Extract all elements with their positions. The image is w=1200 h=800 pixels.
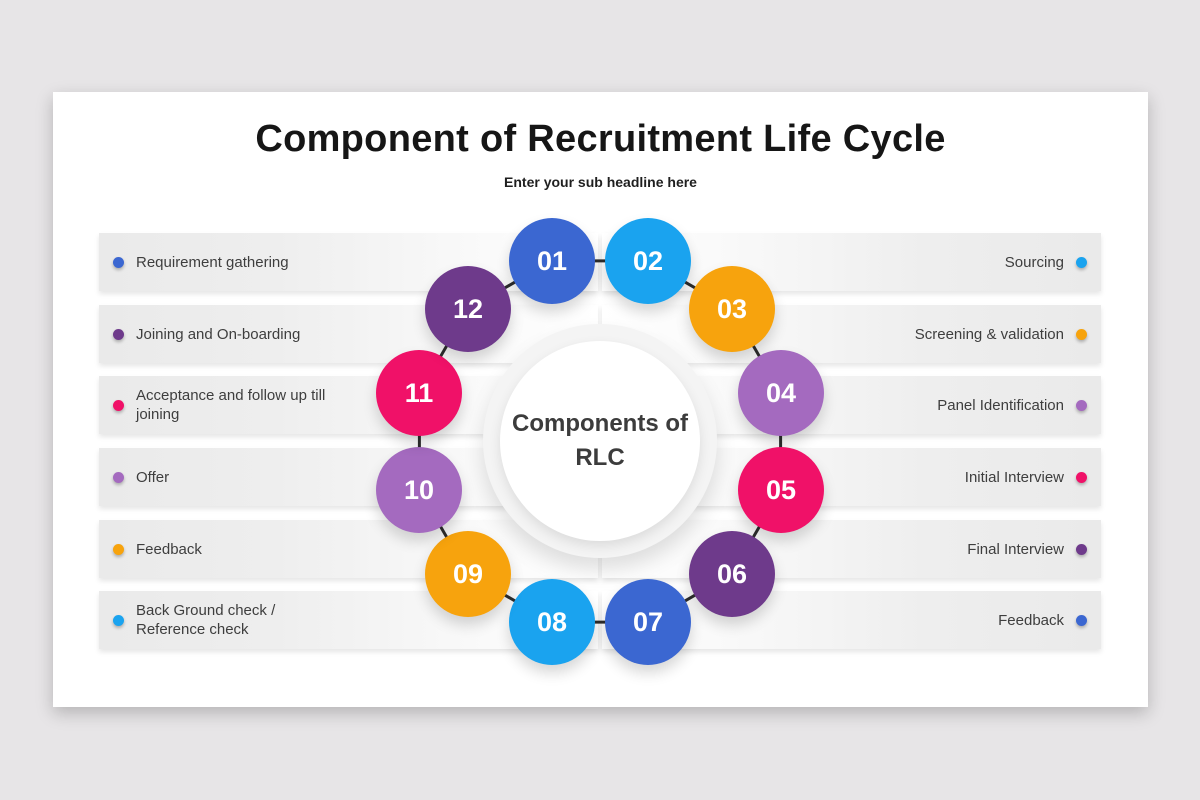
step-circle: 07 [605,579,691,665]
item-label: Sourcing [1004,253,1064,271]
item-label: Panel Identification [937,396,1064,414]
bullet-dot [1076,614,1087,626]
bullet-dot [113,543,124,555]
bullet-dot [113,399,124,411]
step-circle: 01 [509,218,595,304]
step-circle: 08 [509,579,595,665]
bullet-dot [1076,399,1087,411]
slide-title: Component of Recruitment Life Cycle [255,118,946,160]
item-label: Screening & validation [914,325,1064,343]
item-label: Joining and On-boarding [136,325,301,343]
bullet-dot [1076,543,1087,555]
item-label: Offer [136,468,170,486]
step-circle: 03 [689,266,775,352]
step-circle: 04 [738,350,824,436]
item-label: Back Ground check / Reference check [136,602,276,638]
slide-subtitle: Enter your sub headline here [504,174,697,190]
step-circle: 05 [738,447,824,533]
bullet-dot [1076,471,1087,483]
item-label: Initial Interview [964,468,1064,486]
step-circle: 10 [376,447,462,533]
step-circle: 11 [376,350,462,436]
item-label: Feedback [998,611,1064,629]
hub-inner-circle: Components of RLC [500,341,700,541]
item-label: Final Interview [967,540,1064,558]
bullet-dot [113,256,124,268]
step-circle: 12 [425,266,511,352]
bullet-dot [113,328,124,340]
hub-label: Components of RLC [512,410,688,471]
step-circle: 02 [605,218,691,304]
step-circle: 06 [689,531,775,617]
bullet-dot [113,614,124,626]
hub-circle: Components of RLC [483,324,717,558]
step-circle: 09 [425,531,511,617]
bullet-dot [113,471,124,483]
bullet-dot [1076,328,1087,340]
slide-canvas: Component of Recruitment Life Cycle Ente… [53,92,1148,707]
bullet-dot [1076,256,1087,268]
item-label: Feedback [136,540,202,558]
item-label: Requirement gathering [136,253,289,271]
item-label: Acceptance and follow up till joining [136,387,326,423]
